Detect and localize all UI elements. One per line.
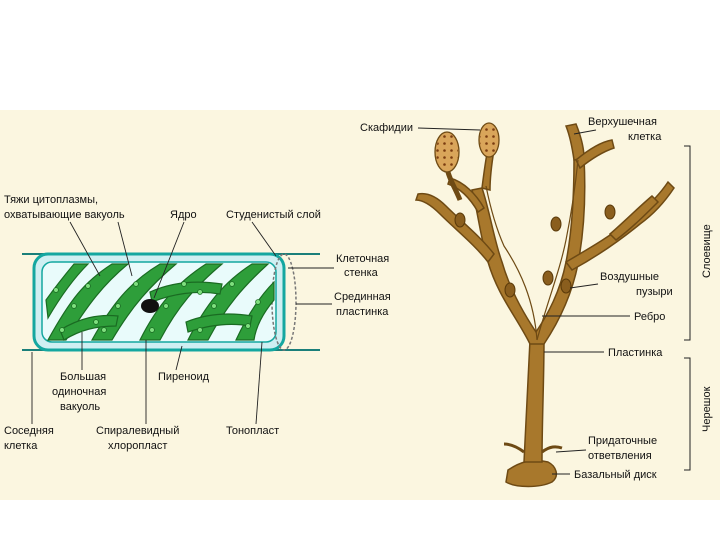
nucleus-shape [141,299,159,313]
blade-label: Пластинка [608,347,663,359]
big-vacuole-label-line2: одиночная [52,386,106,398]
zone-brackets [684,146,690,470]
big-vacuole-label-line3: вакуоль [60,401,100,413]
spirogyra-cell [22,254,320,350]
air-bladders-label-line1: Воздушные [600,271,659,283]
middle-lamella-label-line1: Срединная [334,291,391,303]
apical-cell-label-line2: клетка [628,131,662,143]
spiral-chloroplast-label-line1: Спиралевидный [96,425,179,437]
big-vacuole-label-line1: Большая [60,371,106,383]
apical-cell-label-line1: Верхушечная [588,116,657,128]
midrib-label: Ребро [634,311,665,323]
cell-wall-label-line2: стенка [344,267,379,279]
pyrenoid-label: Пиреноид [158,371,210,383]
scaphidia-label: Скафидии [360,122,413,134]
tonoplast-label: Тонопласт [226,425,279,437]
adventitious-label-line2: ответвления [588,450,652,462]
neighbor-cell-label-line2: клетка [4,440,38,452]
adventitious-label-line1: Придаточные [588,435,657,447]
air-bladders-label-line2: пузыри [636,286,673,298]
nucleus-label: Ядро [170,209,197,221]
spiral-chloroplast-label-line2: хлоропласт [108,440,167,452]
strands-label-line1: Тяжи цитоплазмы, [4,194,98,206]
neighbor-cell-label-line1: Соседняя [4,425,54,437]
thallus-label: Слоевище [701,224,713,278]
gel-layer-label: Студенистый слой [226,209,321,221]
cell-wall-label-line1: Клеточная [336,253,389,265]
fucus-thallus [416,124,674,487]
basal-disc-label: Базальный диск [574,469,657,481]
strands-label-line2: охватывающие вакуоль [4,209,125,221]
stipe-label: Черешок [701,386,713,432]
middle-lamella-label-line2: пластинка [336,306,389,318]
